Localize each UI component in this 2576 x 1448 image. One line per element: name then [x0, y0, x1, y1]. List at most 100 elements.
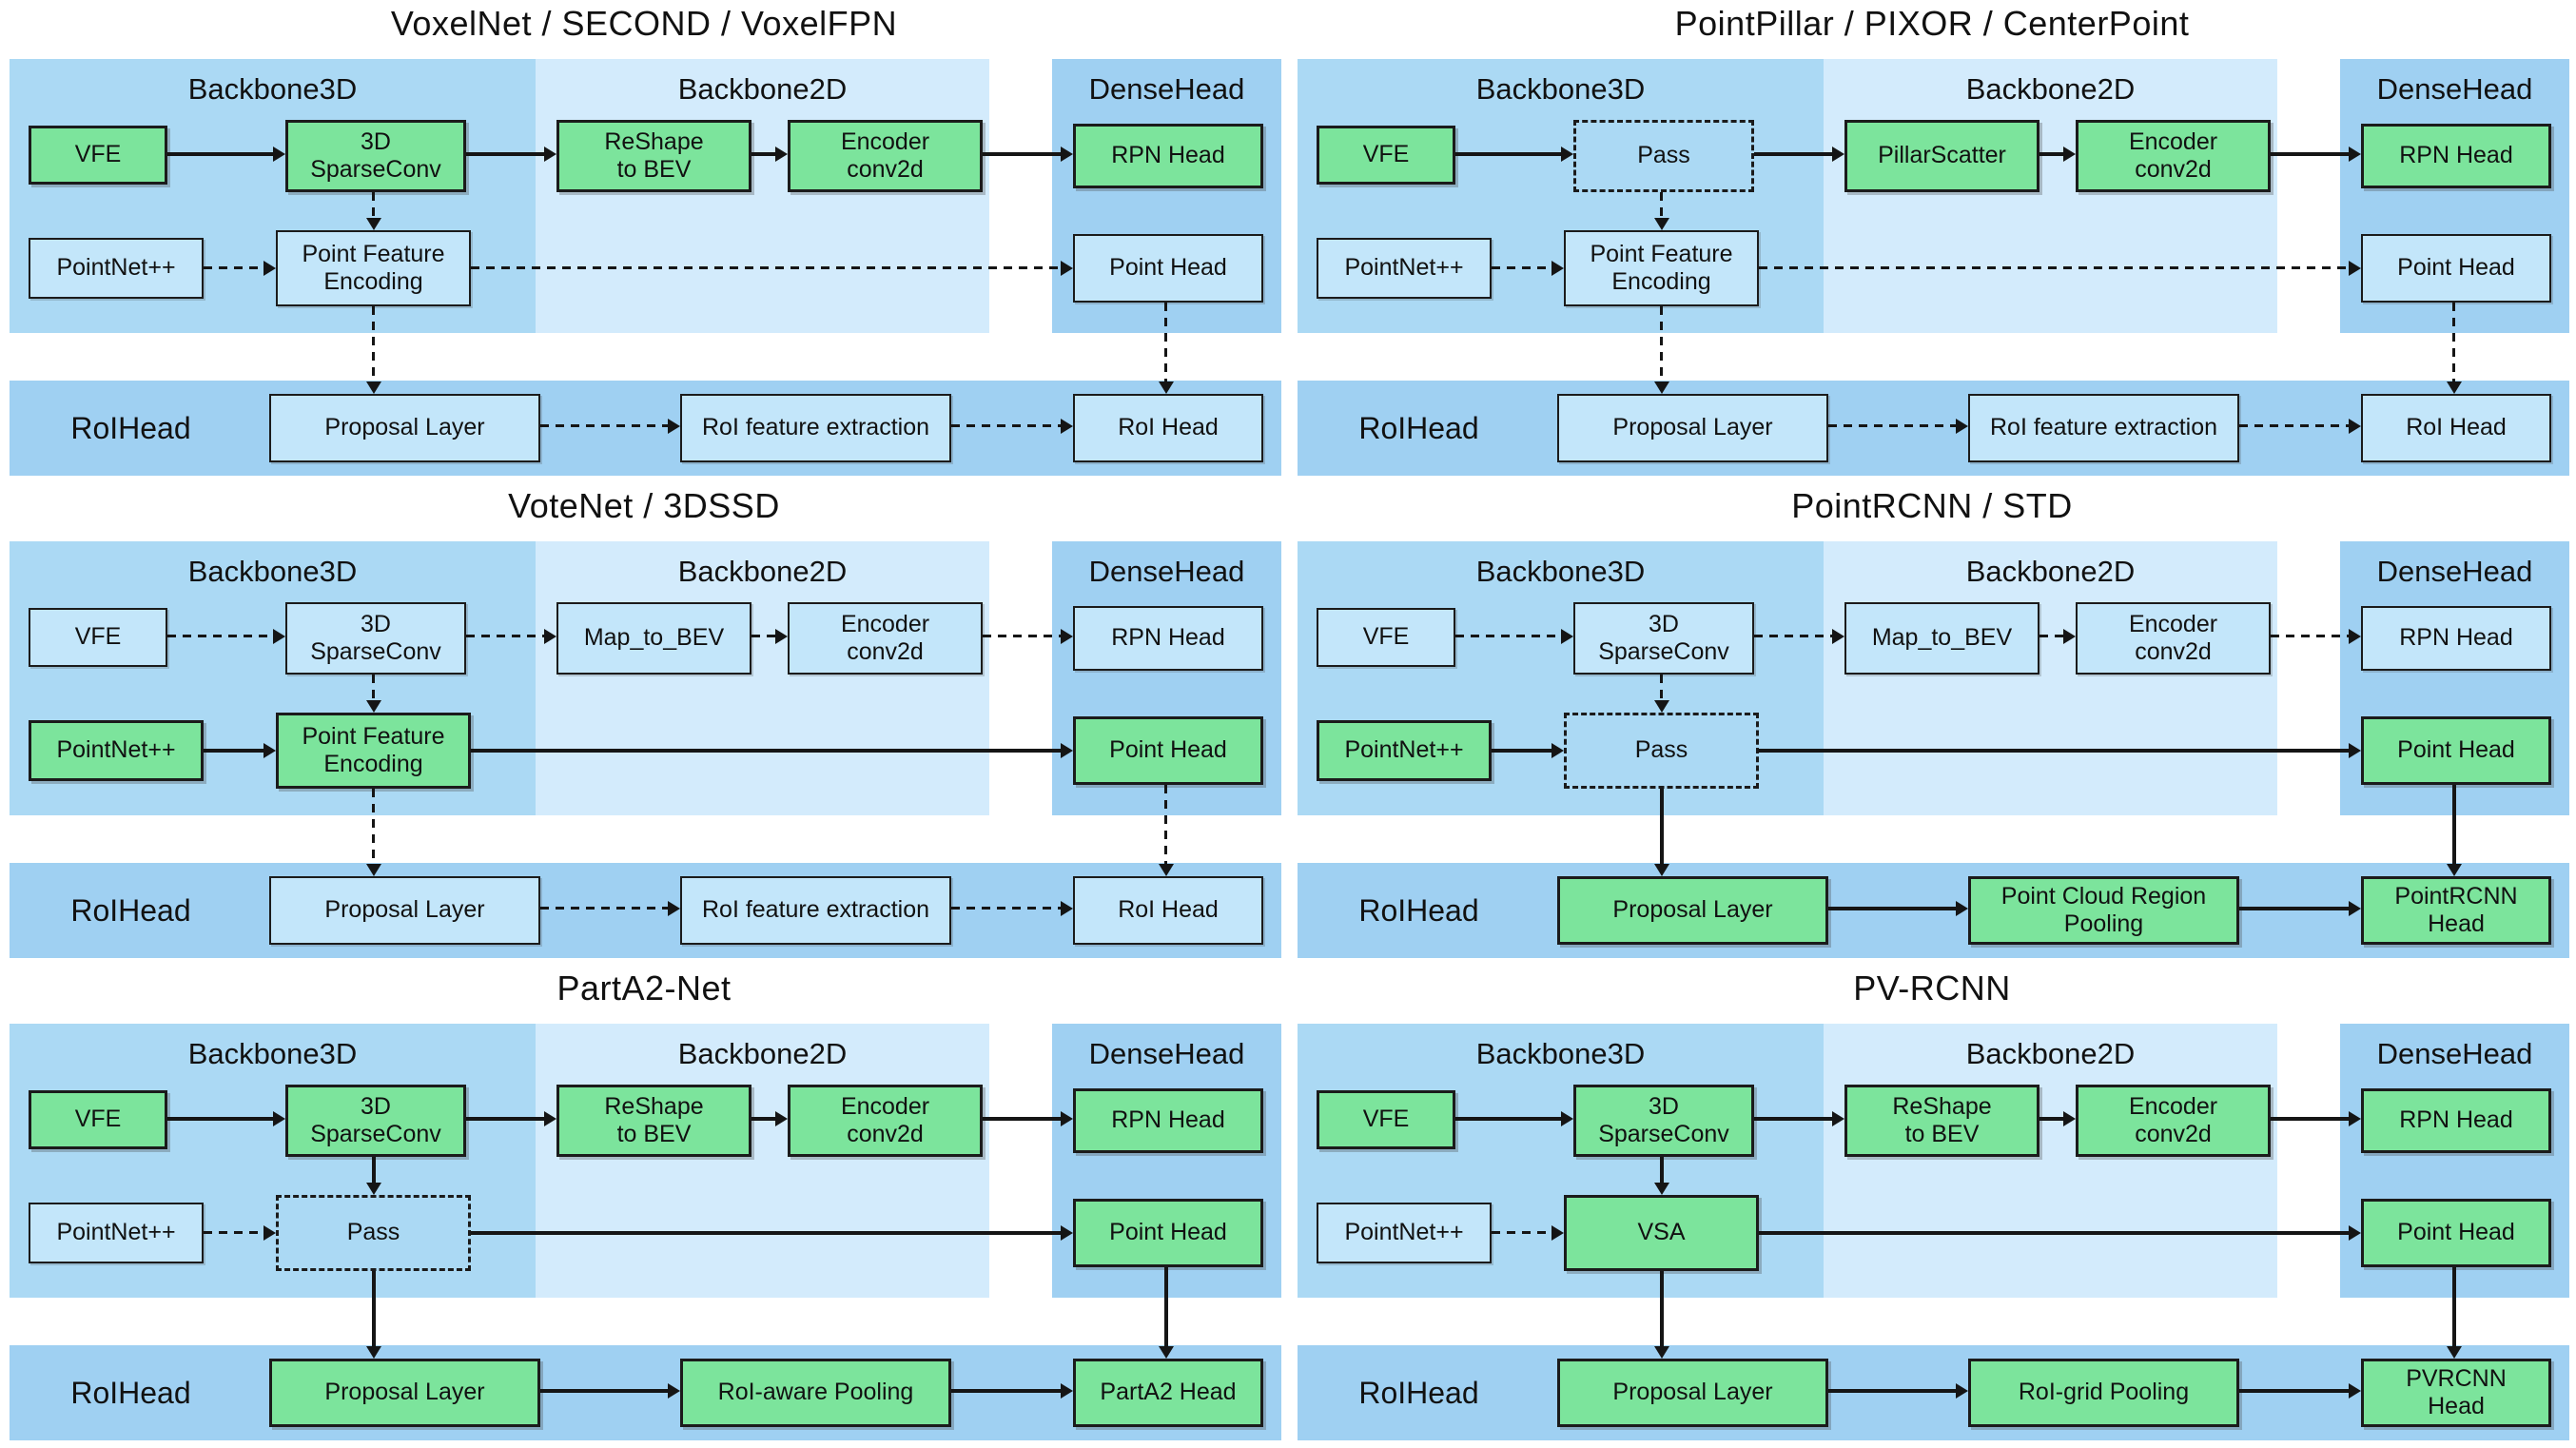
zone-backbone2d-label: Backbone2D [1965, 1037, 2136, 1070]
box-roi-pooling: RoI feature extraction [1968, 394, 2239, 462]
arrow-mid3d-down-to-point-mid [1660, 192, 1663, 218]
arrow-point-head-down-to-roi-head [2452, 785, 2456, 864]
box-rpn-head: RPN Head [1073, 606, 1263, 671]
box-backbone2d-second: Encoder conv2d [2076, 602, 2271, 675]
box-vfe: VFE [1317, 126, 1455, 185]
arrow-pointnet-to-point-mid [1492, 266, 1551, 269]
panel-title: PointPillar / PIXOR / CenterPoint [1674, 4, 2190, 43]
zone-backbone2d-label: Backbone2D [1965, 72, 2136, 106]
zone-backbone3d-label: Backbone3D [1475, 72, 1646, 106]
box-point-mid: Pass [276, 1195, 471, 1271]
zone-backbone3d-label: Backbone3D [1475, 555, 1646, 588]
box-point-head: Point Head [2361, 234, 2551, 303]
box-backbone2d-first: ReShape to BEV [556, 1085, 751, 1157]
box-roi-pooling: Point Cloud Region Pooling [1968, 876, 2239, 945]
panel-pv-rcnn: PV-RCNN Backbone3D Backbone2D DenseHead … [1288, 965, 2576, 1447]
arrow-point-head-down-to-roi-head [2452, 1267, 2456, 1346]
box-backbone2d-first: Map_to_BEV [556, 602, 751, 675]
arrow-proposal-to-roi-pooling [1828, 907, 1956, 910]
box-point-head: Point Head [2361, 1199, 2551, 1267]
box-backbone3d-mid: Pass [1573, 120, 1754, 192]
box-rpn-head: RPN Head [1073, 1088, 1263, 1153]
zone-backbone2d: Backbone2D [536, 541, 989, 815]
arrow-point-mid-down-to-proposal [372, 306, 375, 382]
arrow-mid3d-to-backbone2d [466, 152, 544, 156]
box-rpn-head: RPN Head [2361, 124, 2551, 188]
box-proposal-layer: Proposal Layer [269, 394, 540, 462]
box-backbone2d-first: PillarScatter [1844, 120, 2039, 192]
zone-backbone2d-label: Backbone2D [1965, 555, 2136, 588]
box-rpn-head: RPN Head [1073, 124, 1263, 188]
arrow-point-head-down-to-roi-head [1164, 303, 1167, 382]
zone-backbone2d-label: Backbone2D [677, 555, 848, 588]
zone-backbone3d-label: Backbone3D [187, 72, 358, 106]
arrow-roi-pooling-to-roi-head [2239, 907, 2349, 910]
box-roi-head: PartA2 Head [1073, 1359, 1263, 1427]
box-backbone3d-mid: 3D SparseConv [285, 1085, 466, 1157]
zone-backbone2d: Backbone2D [536, 1024, 989, 1298]
arrow-mid3d-down-to-point-mid [1660, 675, 1663, 700]
zone-densehead-label: DenseHead [1088, 72, 1245, 106]
box-backbone2d-first: ReShape to BEV [1844, 1085, 2039, 1157]
box-proposal-layer: Proposal Layer [269, 876, 540, 945]
zone-densehead-label: DenseHead [1088, 1037, 1245, 1070]
arrow-encoder-to-rpn-head [983, 1117, 1061, 1121]
arrow-pointnet-to-point-mid [204, 1231, 263, 1234]
panel-title: PointRCNN / STD [1791, 486, 2073, 525]
panel-parta2-net: PartA2-Net Backbone3D Backbone2D DenseHe… [0, 965, 1288, 1447]
box-backbone3d-mid: 3D SparseConv [285, 602, 466, 675]
box-proposal-layer: Proposal Layer [1557, 394, 1828, 462]
box-pointnet: PointNet++ [29, 1203, 204, 1263]
arrow-mid3d-to-backbone2d [466, 635, 544, 637]
box-point-mid: Point Feature Encoding [276, 230, 471, 306]
arrow-encoder-to-rpn-head [2271, 635, 2349, 637]
arrow-vfe-to-mid3d [167, 1117, 273, 1121]
arrow-point-mid-to-point-head [471, 1231, 1061, 1235]
arrow-point-mid-to-point-head [1759, 749, 2349, 753]
box-point-mid: Pass [1564, 713, 1759, 789]
box-backbone2d-second: Encoder conv2d [788, 120, 983, 192]
box-backbone2d-second: Encoder conv2d [2076, 1085, 2271, 1157]
box-proposal-layer: Proposal Layer [269, 1359, 540, 1427]
box-point-head: Point Head [1073, 716, 1263, 785]
arrow-backbone2d-internal [2039, 152, 2063, 156]
arrow-mid3d-down-to-point-mid [1660, 1157, 1664, 1183]
arrow-mid3d-down-to-point-mid [372, 675, 375, 700]
panel-pointrcnn-std: PointRCNN / STD Backbone3D Backbone2D De… [1288, 482, 2576, 965]
arrow-pointnet-to-point-mid [204, 749, 263, 753]
arrow-roi-pooling-to-roi-head [2239, 1389, 2349, 1393]
box-roi-head: RoI Head [1073, 876, 1263, 945]
box-backbone2d-second: Encoder conv2d [788, 602, 983, 675]
zone-backbone2d: Backbone2D [536, 59, 989, 333]
arrow-point-head-down-to-roi-head [1164, 785, 1167, 864]
arrow-mid3d-to-backbone2d [1754, 1117, 1832, 1121]
box-roi-pooling: RoI-aware Pooling [680, 1359, 951, 1427]
box-roi-head: PVRCNN Head [2361, 1359, 2551, 1427]
arrow-roi-pooling-to-roi-head [2239, 424, 2349, 427]
arrow-pointnet-to-point-mid [204, 266, 263, 269]
arrow-vfe-to-mid3d [1455, 152, 1561, 156]
box-vfe: VFE [29, 1090, 167, 1149]
zone-backbone2d: Backbone2D [1824, 1024, 2277, 1298]
box-vfe: VFE [29, 126, 167, 185]
box-pointnet: PointNet++ [1317, 720, 1492, 781]
zone-backbone3d-label: Backbone3D [187, 1037, 358, 1070]
arrow-proposal-to-roi-pooling [1828, 424, 1956, 427]
arrow-encoder-to-rpn-head [983, 635, 1061, 637]
box-point-head: Point Head [1073, 234, 1263, 303]
box-pointnet: PointNet++ [1317, 1203, 1492, 1263]
zone-backbone2d-label: Backbone2D [677, 72, 848, 106]
arrow-encoder-to-rpn-head [2271, 152, 2349, 156]
box-pointnet: PointNet++ [1317, 238, 1492, 299]
box-point-head: Point Head [1073, 1199, 1263, 1267]
arrow-backbone2d-internal [751, 1117, 775, 1121]
arrow-mid3d-to-backbone2d [466, 1117, 544, 1121]
arrow-point-mid-down-to-proposal [372, 789, 375, 864]
box-backbone3d-mid: 3D SparseConv [1573, 1085, 1754, 1157]
arrow-pointnet-to-point-mid [1492, 1231, 1551, 1234]
box-proposal-layer: Proposal Layer [1557, 876, 1828, 945]
panel-title: PV-RCNN [1853, 969, 2011, 1008]
zone-densehead-label: DenseHead [2376, 555, 2533, 588]
zone-backbone2d: Backbone2D [1824, 541, 2277, 815]
